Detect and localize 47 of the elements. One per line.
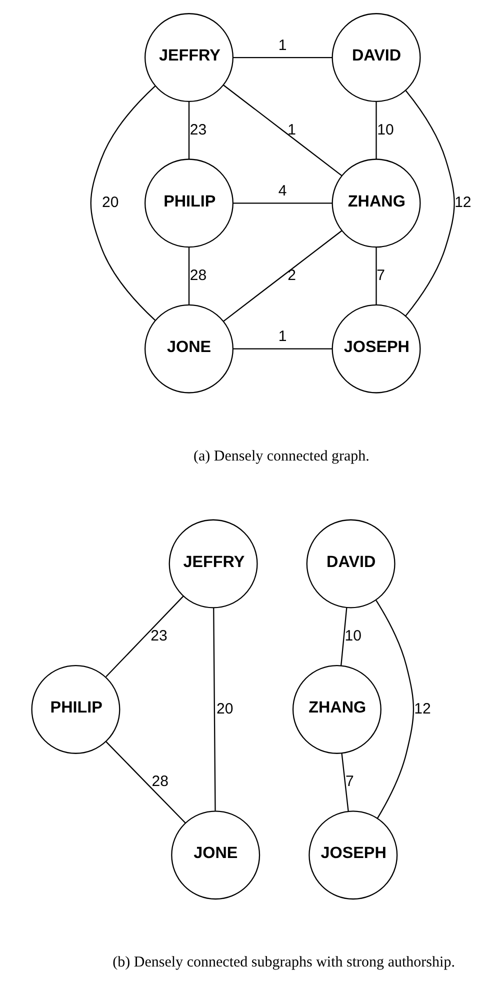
edge-label: 28 <box>189 266 206 284</box>
connector <box>232 56 332 58</box>
connector <box>90 85 156 320</box>
connector <box>340 607 347 666</box>
connector <box>188 246 190 304</box>
node-circle: JONE <box>144 304 233 393</box>
edge-label: 20 <box>102 194 118 211</box>
connector <box>375 600 414 818</box>
connector <box>232 348 332 349</box>
connector <box>340 752 348 811</box>
node-circle: JOSEPH <box>331 304 420 393</box>
edge-label: 4 <box>278 182 286 200</box>
edge-label: 10 <box>376 120 394 138</box>
node-circle: JEFFRY <box>168 518 258 608</box>
connector <box>105 595 184 677</box>
edge-label: 1 <box>278 36 286 54</box>
edge-label: 12 <box>414 700 430 717</box>
connector <box>212 607 216 810</box>
edge-label: 1 <box>278 328 286 345</box>
label: (a) Densely connected graph. <box>193 448 369 464</box>
connector <box>188 101 190 159</box>
edge-label: 28 <box>151 772 168 790</box>
edge-label: 20 <box>216 700 233 717</box>
connector <box>222 84 342 176</box>
node-circle: ZHANG <box>331 158 420 248</box>
edge-label: 23 <box>189 120 206 138</box>
connector <box>375 246 376 304</box>
edge-label: 23 <box>150 627 167 644</box>
node-circle: DAVID <box>306 518 395 608</box>
edge-label: 7 <box>344 772 354 790</box>
edge-label: 1 <box>287 120 296 138</box>
node-circle: JONE <box>170 810 260 900</box>
node-circle: DAVID <box>331 12 420 102</box>
node-circle: JEFFRY <box>144 12 233 102</box>
edge-label: 7 <box>376 266 385 284</box>
edge-label: 10 <box>344 627 361 644</box>
connector <box>404 90 454 316</box>
edge-label: 12 <box>454 194 471 211</box>
node-circle: ZHANG <box>292 664 381 754</box>
connector <box>232 202 332 204</box>
connector <box>375 101 376 159</box>
label: (b) Densely connected subgraphs with strong authorship. <box>112 954 454 970</box>
node-circle: JOSEPH <box>308 810 398 900</box>
connector <box>222 230 342 322</box>
node-circle: PHILIP <box>30 664 120 754</box>
node-circle: PHILIP <box>144 158 233 248</box>
connector <box>105 740 186 823</box>
